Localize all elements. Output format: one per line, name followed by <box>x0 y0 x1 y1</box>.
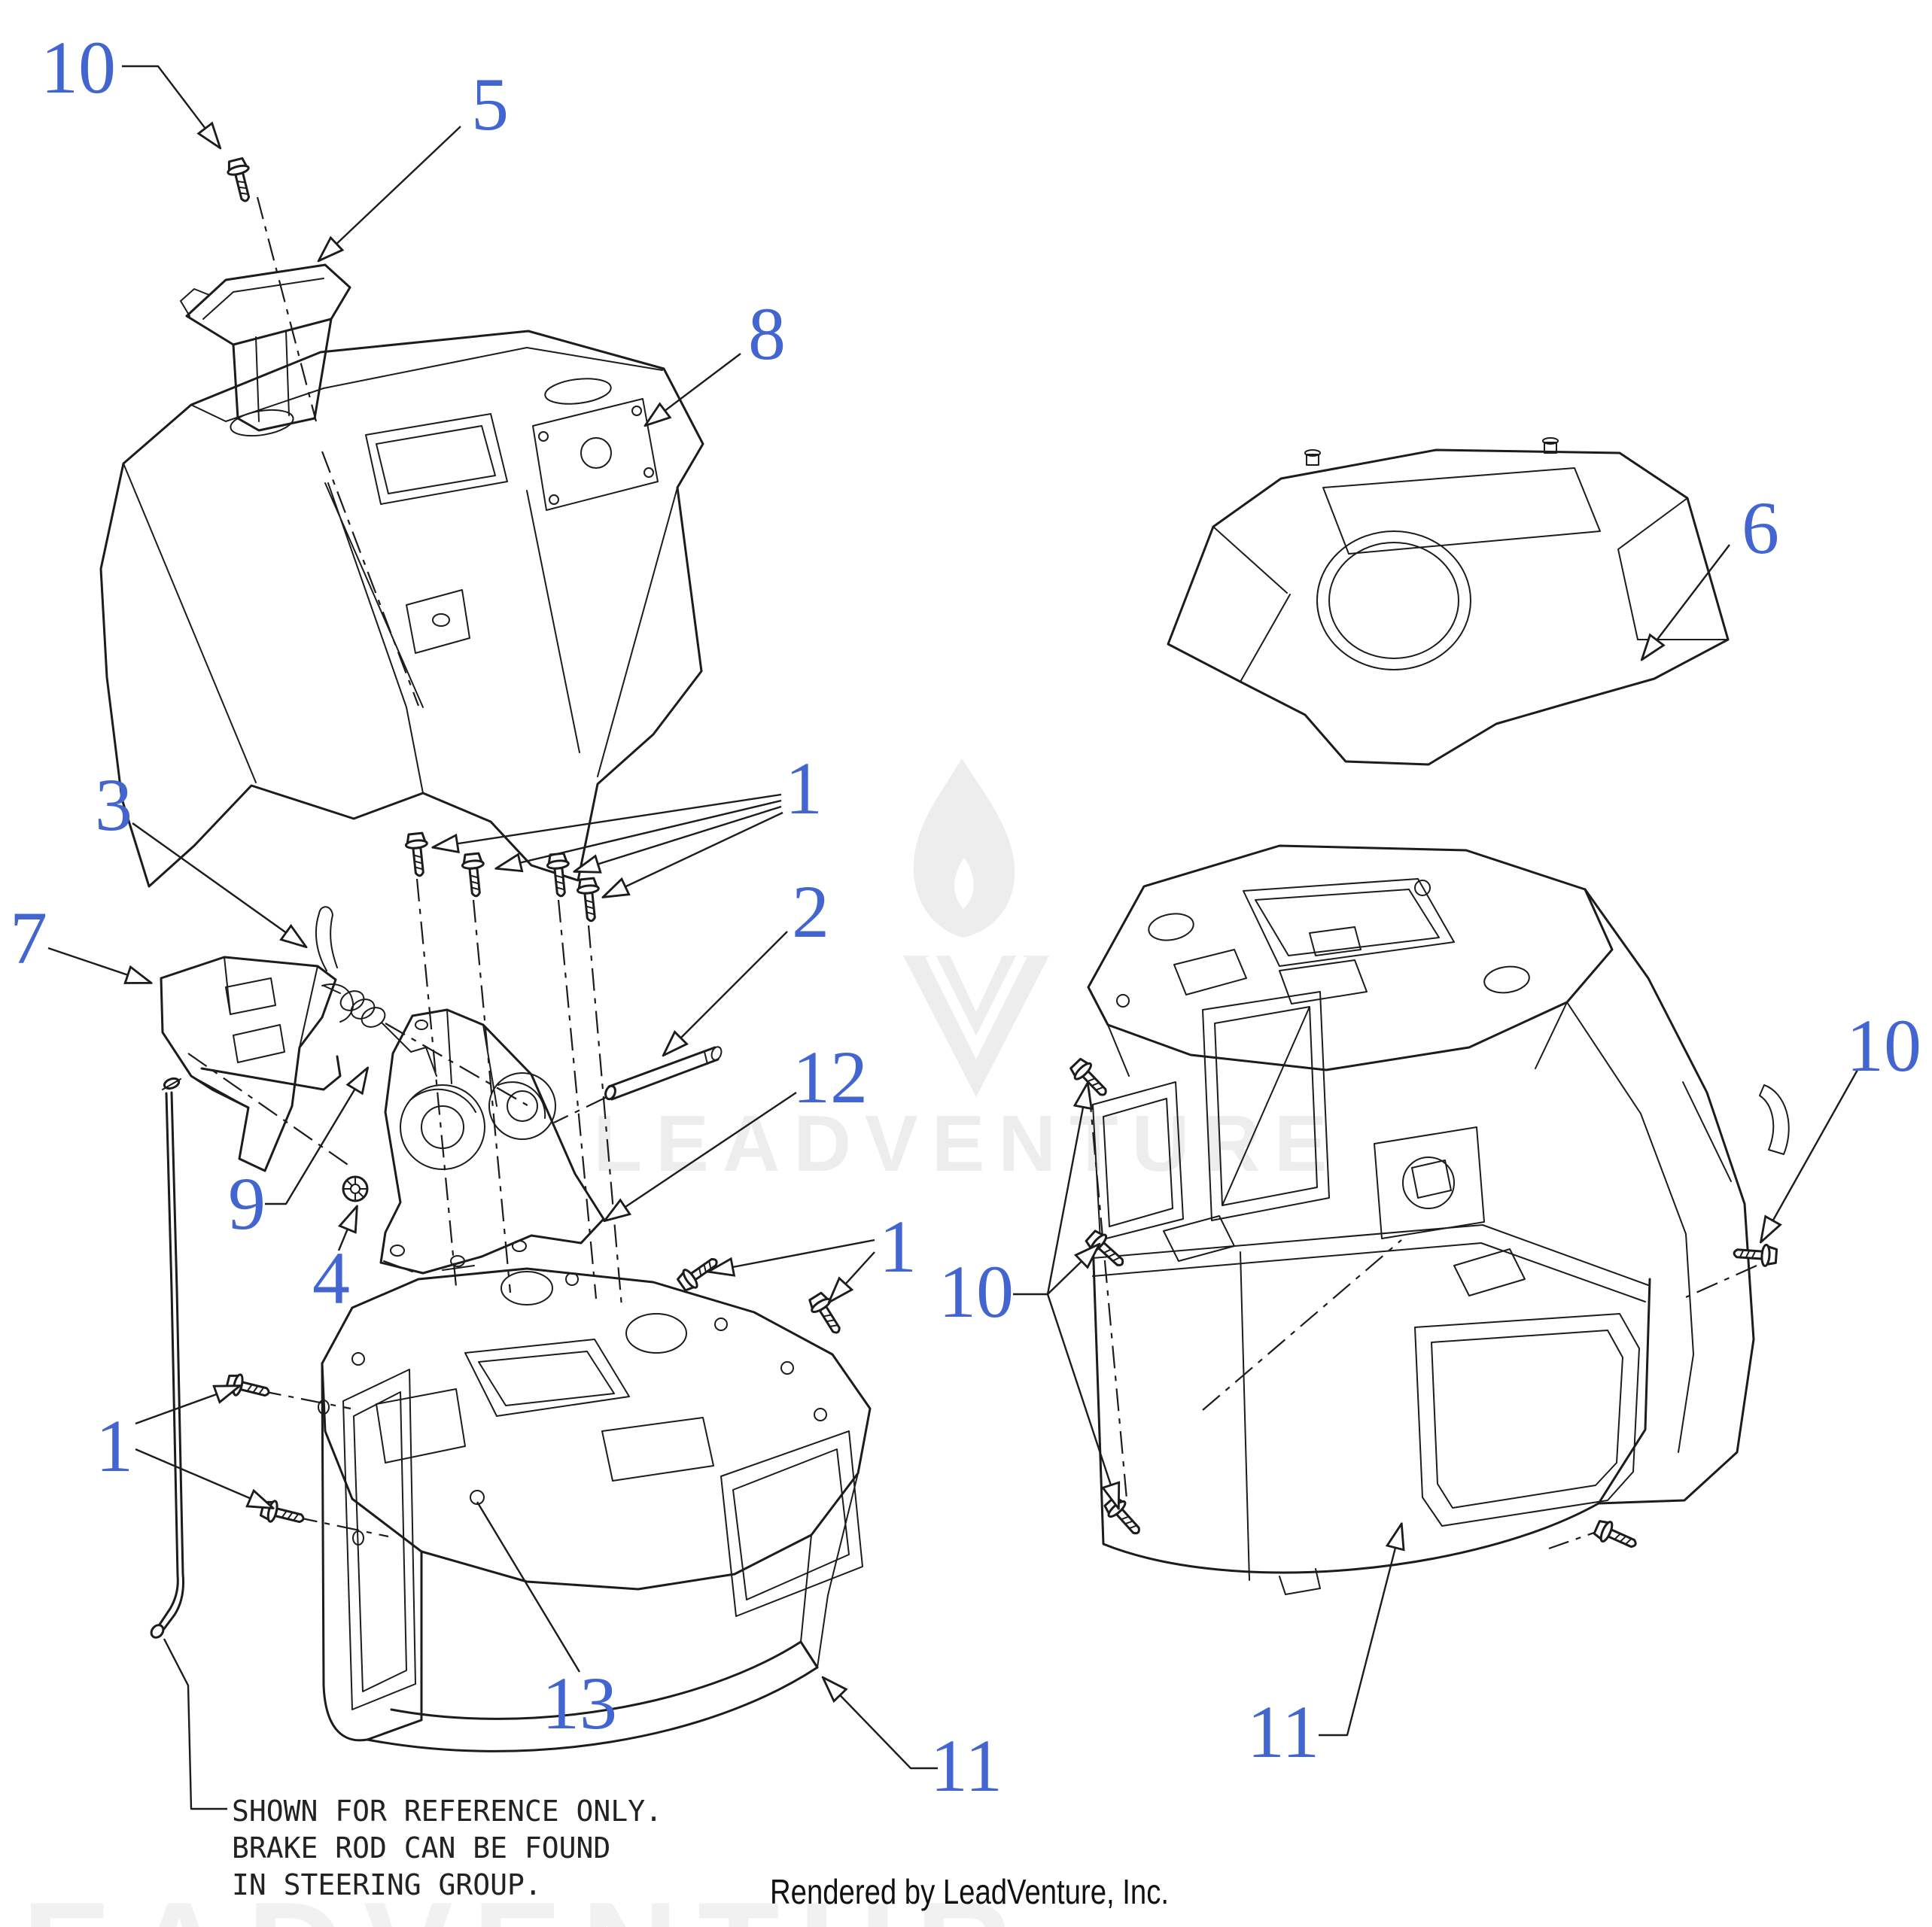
part-clevis-pin <box>604 1046 723 1101</box>
part-torsion-spring <box>323 985 437 1077</box>
callout-4: 4 <box>312 1236 350 1320</box>
callout-9: 9 <box>228 1162 266 1245</box>
leadventure-watermark: LEADVENTURE EADVENTUR <box>22 758 1340 1927</box>
watermark-brand-text: LEADVENTURE <box>593 1099 1340 1188</box>
callout-11-right: 11 <box>1247 1690 1319 1774</box>
callout-labels: 10 5 8 6 1 2 3 7 12 9 4 1 1 10 10 13 11 … <box>10 26 1921 1807</box>
callout-10-asm-left: 10 <box>939 1250 1014 1333</box>
watermark-v-stripe <box>925 953 1027 1059</box>
callout-13: 13 <box>542 1661 617 1745</box>
callout-12: 12 <box>793 1035 868 1119</box>
callout-8: 8 <box>748 292 786 375</box>
part-steering-support-cup <box>180 263 351 432</box>
part-upper-dash-housing <box>99 330 704 888</box>
note-line-1: SHOWN FOR REFERENCE ONLY. <box>232 1795 662 1828</box>
callout-6: 6 <box>1742 486 1779 570</box>
callout-7: 7 <box>10 896 47 980</box>
callout-11-center: 11 <box>930 1724 1003 1807</box>
watermark-flame-icon <box>913 758 1015 938</box>
screw-part1-left-b <box>258 1497 307 1530</box>
callout-1-upper: 1 <box>785 746 823 830</box>
callout-3: 3 <box>95 763 132 846</box>
callout-10-top-left: 10 <box>41 26 116 109</box>
reference-note: SHOWN FOR REFERENCE ONLY. BRAKE ROD CAN … <box>232 1795 662 1901</box>
callout-leaders <box>47 65 1859 1810</box>
callout-10-asm-right: 10 <box>1846 1004 1921 1087</box>
part-dash-assembly <box>1087 844 1790 1595</box>
callout-5: 5 <box>471 62 509 146</box>
screw-part1-a <box>403 831 432 878</box>
watermark-v-icon <box>903 956 1049 1097</box>
screw-part10-asm-c <box>1100 1493 1147 1541</box>
screw-part10-top <box>224 156 257 205</box>
watermark-flame-inner <box>954 858 974 909</box>
note-line-3: IN STEERING GROUP. <box>232 1868 542 1901</box>
screw-part1-mid-b <box>805 1290 848 1339</box>
part-steering-column-cover <box>1167 437 1730 766</box>
screw-part10-asm-right <box>1732 1242 1778 1268</box>
note-line-2: BRAKE ROD CAN BE FOUND <box>232 1831 610 1865</box>
part-lock-washer <box>342 1175 369 1202</box>
screw-asm-bottom-right <box>1591 1516 1641 1555</box>
screw-part1-left-a <box>224 1371 272 1404</box>
callout-1-lower-left: 1 <box>96 1404 133 1488</box>
part-dash-mounting-plate <box>379 1008 605 1275</box>
screw-part1-b <box>460 852 488 898</box>
screw-part1-mid-a <box>674 1251 724 1295</box>
watermark-bottom-fragment: EADVENTUR <box>22 1874 1032 1927</box>
part-latch-bracket <box>160 956 354 1172</box>
part-cotter-pin <box>315 906 338 971</box>
part-lower-console <box>318 1267 872 1752</box>
screw-part1-c <box>545 852 574 898</box>
callout-2: 2 <box>792 870 829 953</box>
footer-credit: Rendered by LeadVenture, Inc. <box>770 1872 1169 1911</box>
callout-1-mid: 1 <box>879 1205 917 1288</box>
brake-rod <box>150 1077 184 1639</box>
screw-part1-d <box>575 877 604 923</box>
